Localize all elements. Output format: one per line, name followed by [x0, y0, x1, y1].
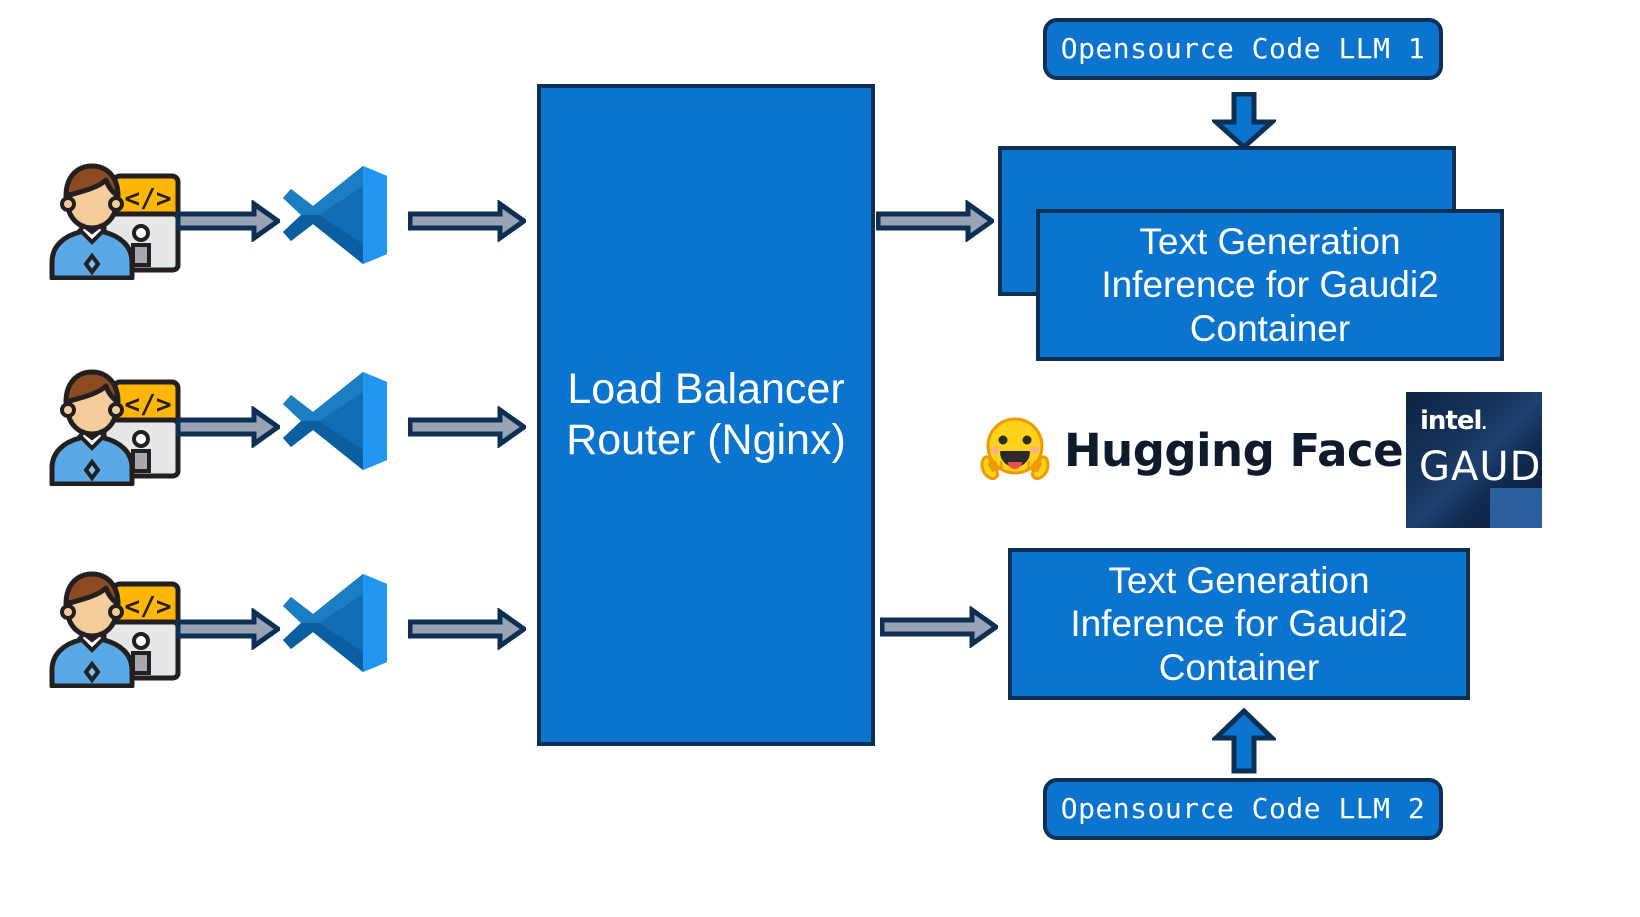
vscode-icon	[279, 368, 391, 479]
vscode-icon	[279, 570, 391, 681]
hugging-face-wordmark: Hugging Face	[1064, 424, 1404, 477]
tgi-top-line3: Container	[1189, 307, 1351, 349]
svg-text:</>: </>	[125, 592, 172, 622]
developer-icon: </>	[42, 358, 182, 487]
arrow-router-to-top-server	[875, 199, 997, 247]
load-balancer-label-line1: Load Balancer	[567, 365, 845, 414]
arrow-editor-to-router-1	[407, 199, 529, 247]
tgi-bottom-box[interactable]: Text Generation Inference for Gaudi2 Con…	[1008, 548, 1470, 700]
arrow-developer-to-editor-1	[175, 199, 283, 247]
intel-gaudi-logo: intel. GAUDI	[1406, 392, 1542, 528]
intel-wordmark: intel.	[1420, 406, 1487, 436]
opensource-llm-2-label: Opensource Code LLM 2	[1060, 792, 1426, 826]
tgi-top-line1: Text Generation	[1139, 220, 1401, 262]
arrow-editor-to-router-3	[407, 607, 529, 655]
developer-icon: </>	[42, 560, 182, 689]
opensource-llm-2-box[interactable]: Opensource Code LLM 2	[1043, 778, 1443, 840]
tgi-top-line2: Inference for Gaudi2	[1101, 264, 1439, 306]
gaudi-wordmark: GAUDI	[1419, 444, 1542, 490]
svg-text:</>: </>	[125, 390, 172, 420]
vscode-icon	[279, 162, 391, 273]
gaudi-accent-square	[1490, 488, 1542, 528]
arrow-editor-to-router-2	[407, 405, 529, 453]
arrow-up-icon	[1209, 707, 1279, 779]
opensource-llm-1-box[interactable]: Opensource Code LLM 1	[1043, 18, 1443, 80]
load-balancer-box[interactable]: Load Balancer Router (Nginx)	[537, 84, 875, 746]
tgi-top-box[interactable]: Text Generation Inference for Gaudi2 Con…	[1036, 209, 1504, 361]
load-balancer-label-line2: Router (Nginx)	[566, 416, 846, 464]
arrow-developer-to-editor-3	[175, 607, 283, 655]
arrow-router-to-bottom-server	[879, 605, 1001, 653]
developer-icon: </>	[42, 152, 182, 281]
opensource-llm-1-label: Opensource Code LLM 1	[1060, 32, 1426, 66]
svg-text:</>: </>	[125, 184, 172, 214]
arrow-developer-to-editor-2	[175, 405, 283, 453]
tgi-bottom-line1: Text Generation	[1108, 559, 1370, 601]
hugging-face-emoji	[978, 414, 1052, 484]
tgi-bottom-line3: Container	[1158, 646, 1320, 688]
arrow-down-icon	[1209, 91, 1279, 155]
tgi-bottom-line2: Inference for Gaudi2	[1070, 603, 1408, 645]
